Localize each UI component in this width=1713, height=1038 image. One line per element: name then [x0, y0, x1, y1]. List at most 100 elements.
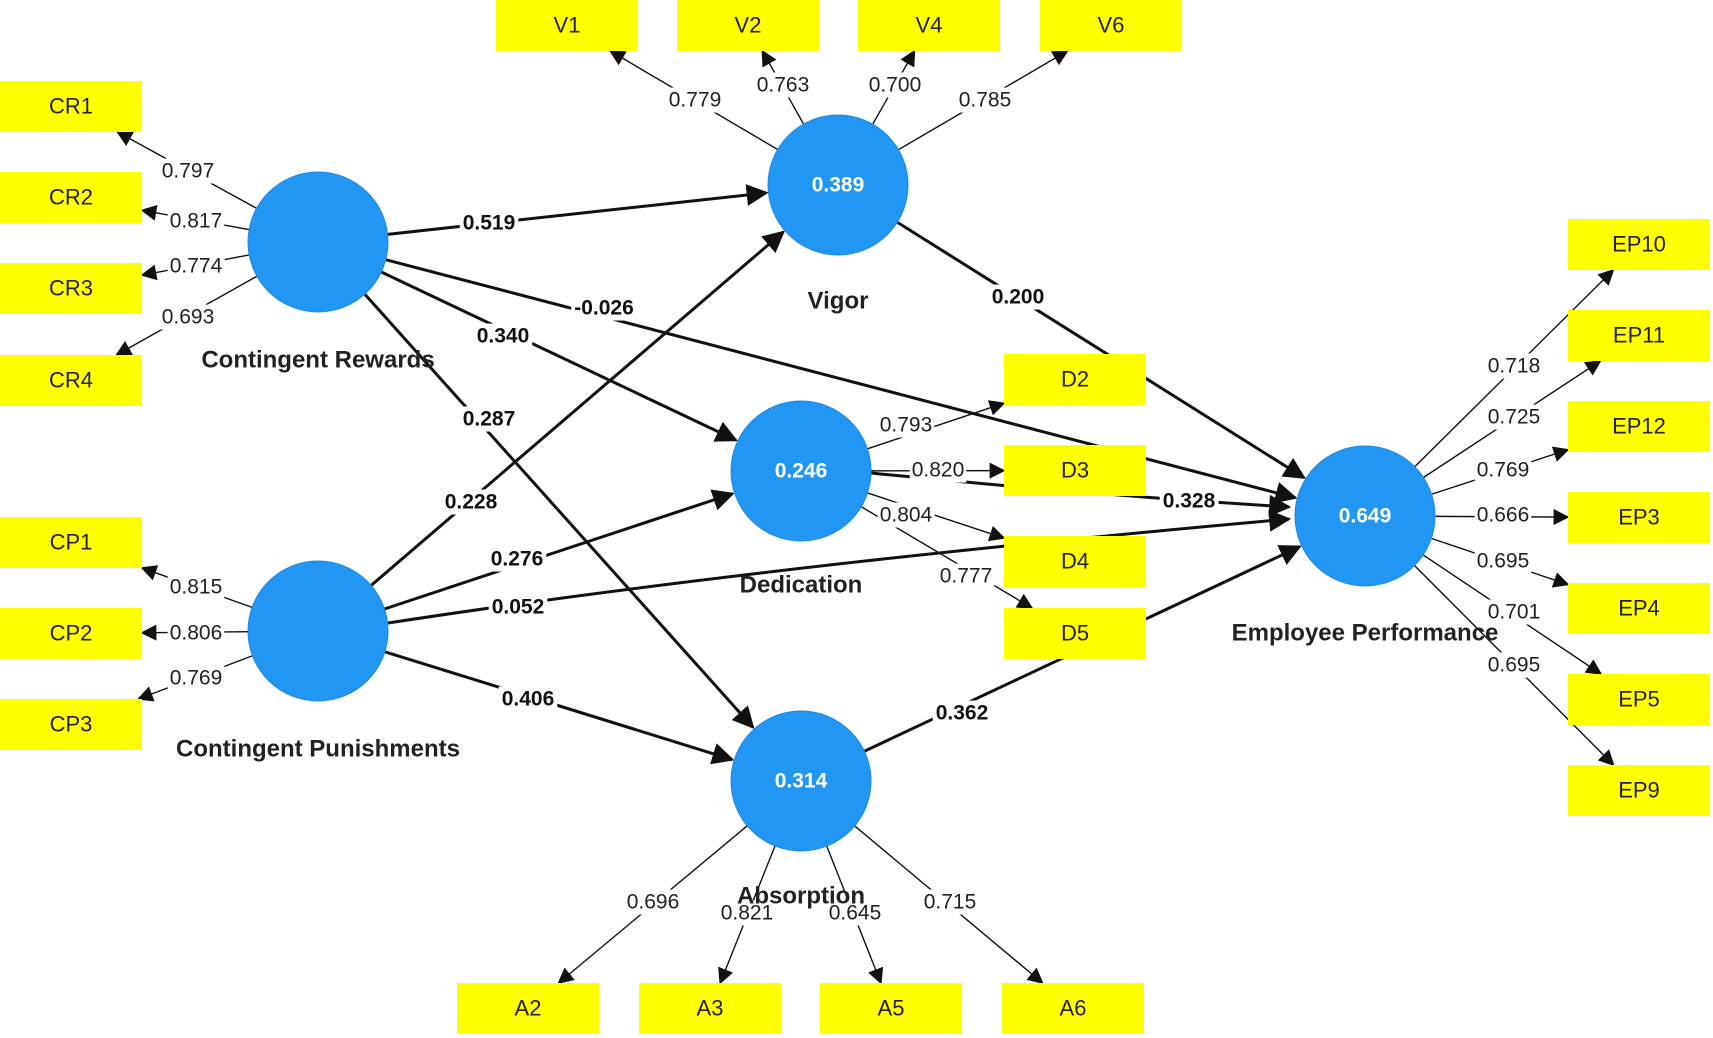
indicator-cp1[interactable]: CP1 [0, 517, 142, 568]
r-squared-value: 0.246 [775, 460, 828, 483]
indicator-d4[interactable]: D4 [1004, 536, 1146, 587]
indicator-box[interactable] [0, 172, 142, 223]
indicator-box[interactable] [677, 0, 819, 51]
indicator-a3[interactable]: A3 [639, 983, 781, 1034]
latent-circle[interactable] [730, 710, 872, 852]
loading-value-a3-bg [718, 900, 776, 926]
latent-circle[interactable] [767, 114, 909, 256]
indicator-box[interactable] [1568, 401, 1710, 452]
loading-value-v4-bg [866, 72, 924, 98]
loading-value-a2-group: 0.696 [624, 889, 682, 915]
latent-contingent-rewards[interactable] [247, 171, 389, 313]
indicator-box[interactable] [1568, 492, 1710, 543]
latent-contingent-punishments[interactable] [247, 560, 389, 702]
indicator-d5[interactable]: D5 [1004, 608, 1146, 659]
loading-value-v1: 0.779 [669, 89, 722, 112]
indicator-box[interactable] [0, 517, 142, 568]
latent-circle[interactable] [730, 400, 872, 542]
indicator-a5[interactable]: A5 [820, 983, 962, 1034]
path-coefficient-cr-ded-group: 0.340 [473, 323, 533, 349]
indicator-ep4[interactable]: EP4 [1568, 583, 1710, 634]
indicator-box[interactable] [1568, 310, 1710, 361]
indicator-a6[interactable]: A6 [1002, 983, 1144, 1034]
loading-value-cr4-bg [159, 304, 217, 330]
indicator-box[interactable] [496, 0, 638, 51]
indicator-box[interactable] [1004, 536, 1146, 587]
indicator-ep9[interactable]: EP9 [1568, 765, 1710, 816]
indicator-d2[interactable]: D2 [1004, 354, 1146, 405]
path-coefficient-abs-ep-bg [932, 700, 992, 726]
indicator-box[interactable] [0, 81, 142, 132]
loading-value-ep9-group: 0.695 [1485, 652, 1543, 678]
indicator-v2[interactable]: V2 [677, 0, 819, 51]
indicator-box[interactable] [1568, 583, 1710, 634]
indicator-v4[interactable]: V4 [858, 0, 1000, 51]
latent-employee-performance[interactable]: 0.649 [1294, 445, 1436, 587]
loading-value-cr4: 0.693 [162, 306, 215, 329]
indicator-box[interactable] [858, 0, 1000, 51]
indicator-label: EP12 [1612, 413, 1666, 438]
loading-value-d4-group: 0.804 [877, 502, 935, 528]
indicator-box[interactable] [1004, 445, 1146, 496]
indicator-box[interactable] [457, 983, 599, 1034]
latent-name: Absorption [737, 882, 865, 909]
indicator-box[interactable] [1004, 608, 1146, 659]
path-arrow-vig-ep [896, 220, 1306, 479]
indicator-cp3[interactable]: CP3 [0, 699, 142, 750]
path-coefficient-cp-vig-group: 0.228 [441, 489, 501, 515]
indicator-box[interactable] [0, 263, 142, 314]
indicator-ep3[interactable]: EP3 [1568, 492, 1710, 543]
loading-value-cr4-group: 0.693 [159, 304, 217, 330]
path-coefficient-cr-abs: 0.287 [463, 408, 516, 431]
indicator-box[interactable] [639, 983, 781, 1034]
indicator-v6[interactable]: V6 [1040, 0, 1182, 51]
indicator-v1[interactable]: V1 [496, 0, 638, 51]
indicator-label: EP3 [1618, 504, 1660, 529]
path-coefficient-cp-ep-bg [488, 594, 548, 620]
indicator-box[interactable] [0, 608, 142, 659]
indicator-box[interactable] [1004, 354, 1146, 405]
indicator-label: CP3 [50, 711, 93, 736]
loading-value-ep4-bg [1474, 548, 1532, 574]
r-squared-value: 0.649 [1339, 505, 1392, 528]
latent-vigor[interactable]: 0.389 [767, 114, 909, 256]
indicator-cr1[interactable]: CR1 [0, 81, 142, 132]
indicator-box[interactable] [1002, 983, 1144, 1034]
indicator-cr3[interactable]: CR3 [0, 263, 142, 314]
loading-value-v6: 0.785 [959, 89, 1012, 112]
latent-circle[interactable] [247, 171, 389, 313]
indicator-a2[interactable]: A2 [457, 983, 599, 1034]
indicator-box[interactable] [0, 699, 142, 750]
loading-value-a5-group: 0.645 [826, 900, 884, 926]
indicator-box[interactable] [1568, 219, 1710, 270]
latent-dedication[interactable]: 0.246 [730, 400, 872, 542]
loading-value-v2-bg [754, 72, 812, 98]
latent-circle[interactable] [247, 560, 389, 702]
indicator-box[interactable] [0, 355, 142, 406]
indicator-box[interactable] [1040, 0, 1182, 51]
indicator-ep12[interactable]: EP12 [1568, 401, 1710, 452]
path-coefficient-vig-ep-bg [988, 284, 1048, 310]
latent-absorption[interactable]: 0.314 [730, 710, 872, 852]
indicator-box[interactable] [1568, 674, 1710, 725]
indicator-box[interactable] [1568, 765, 1710, 816]
path-coefficient-abs-ep-group: 0.362 [932, 700, 992, 726]
indicator-cp2[interactable]: CP2 [0, 608, 142, 659]
indicator-d3[interactable]: D3 [1004, 445, 1146, 496]
loading-line-d2 [867, 400, 1006, 450]
loading-value-cp1-bg [167, 574, 225, 600]
indicator-ep5[interactable]: EP5 [1568, 674, 1710, 725]
loading-value-ep5: 0.701 [1488, 601, 1541, 624]
loading-value-ep4-group: 0.695 [1474, 548, 1532, 574]
latent-circle[interactable] [1294, 445, 1436, 587]
indicator-cr2[interactable]: CR2 [0, 172, 142, 223]
indicator-ep10[interactable]: EP10 [1568, 219, 1710, 270]
indicator-cr4[interactable]: CR4 [0, 355, 142, 406]
indicator-ep11[interactable]: EP11 [1568, 310, 1710, 361]
loading-value-ep11-bg [1485, 404, 1543, 430]
indicator-box[interactable] [820, 983, 962, 1034]
loading-value-cp2-bg [167, 620, 225, 646]
loading-value-a2: 0.696 [627, 891, 680, 914]
loading-value-a6: 0.715 [924, 891, 977, 914]
loading-value-ep12: 0.769 [1477, 459, 1530, 482]
